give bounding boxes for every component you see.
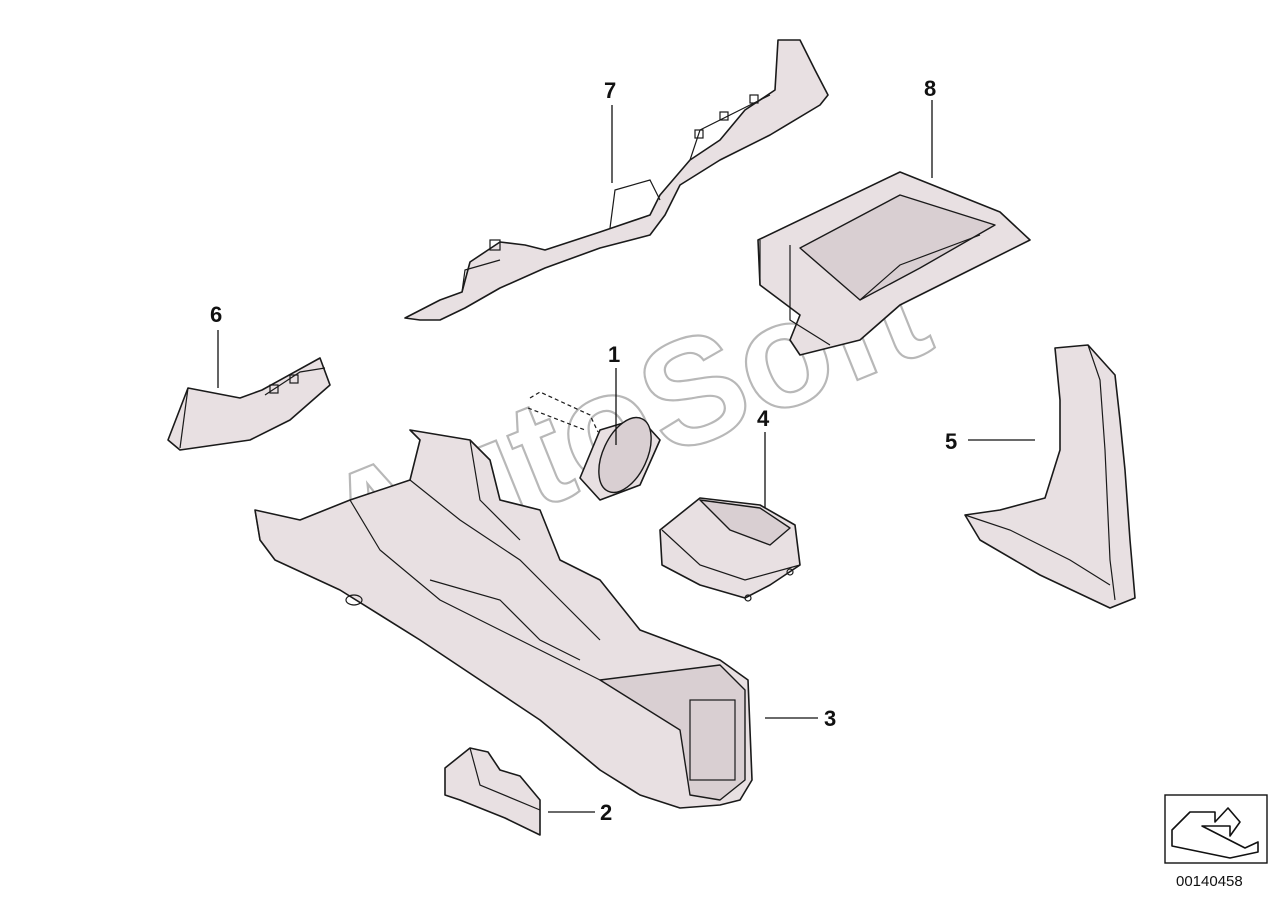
part-5-pillar-trim (964, 344, 1136, 609)
part-6-side-trim (167, 357, 331, 451)
callout-8: 8 (924, 76, 936, 101)
part-3-center-console (254, 429, 753, 809)
callout-3: 3 (824, 706, 836, 731)
callout-4: 4 (757, 406, 770, 431)
direction-arrow-icon (1164, 794, 1268, 864)
callout-2: 2 (600, 800, 612, 825)
part-8-storage-tray (757, 171, 1031, 356)
part-4-armrest-pad (659, 497, 801, 602)
callout-5: 5 (945, 429, 957, 454)
callout-1: 1 (608, 342, 620, 367)
callout-7: 7 (604, 78, 616, 103)
part-2-bracket (444, 747, 541, 836)
reference-code: 00140458 (1176, 873, 1243, 890)
part-1-cover-boot (527, 391, 661, 501)
callout-6: 6 (210, 302, 222, 327)
leader-lines (217, 100, 1035, 813)
part-7-trim-panel (404, 39, 829, 321)
